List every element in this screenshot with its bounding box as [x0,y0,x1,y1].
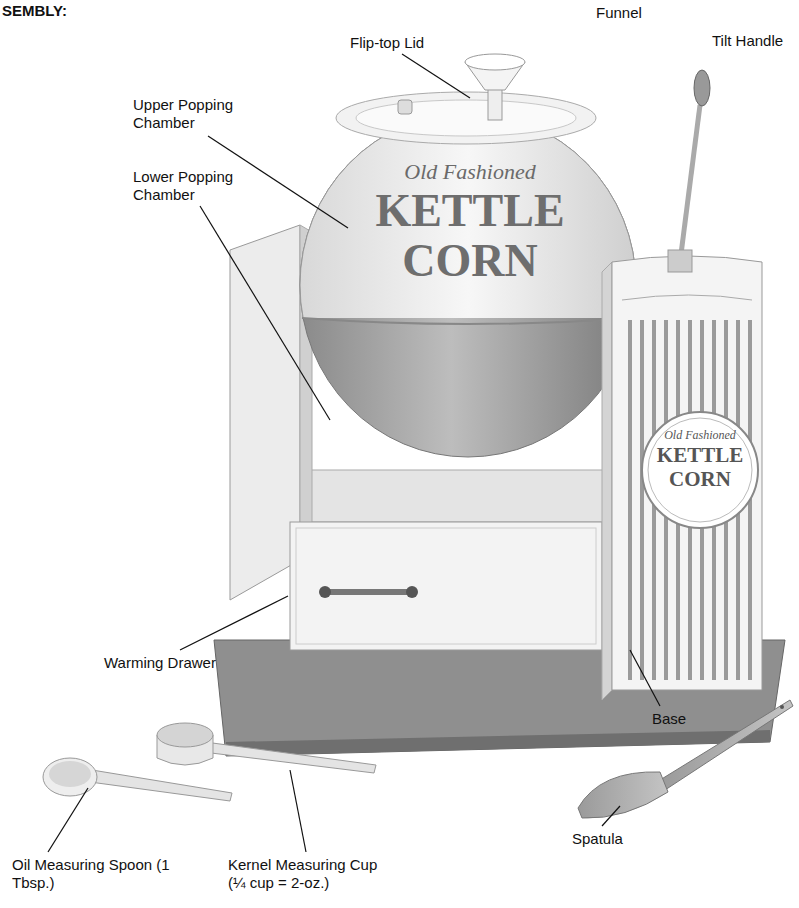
product-logo-text: KETTLE [645,443,755,467]
part-label: Warming Drawer [104,654,244,672]
accessory-label: Oil Measuring Spoon (1 Tbsp.) [12,856,172,892]
part-label: Tilt Handle [712,32,796,50]
product-logo-text: KETTLE [340,186,600,236]
product-logo-text: CORN [340,236,600,286]
product-logo-text: CORN [645,467,755,491]
accessory-label: Spatula [572,830,652,848]
part-label: Flip-top Lid [350,34,460,52]
product-logo-text: Old Fashioned [370,160,570,184]
part-label: Funnel [596,4,676,22]
product-logo-text: Old Fashioned [650,428,750,442]
accessory-label: Kernel Measuring Cup (¼ cup = 2-oz.) [228,856,393,892]
part-label: Base [652,710,712,728]
heading-fragment: SEMBLY: [2,2,122,20]
part-label: Lower Popping Chamber [133,168,241,204]
part-label: Upper Popping Chamber [133,96,241,132]
